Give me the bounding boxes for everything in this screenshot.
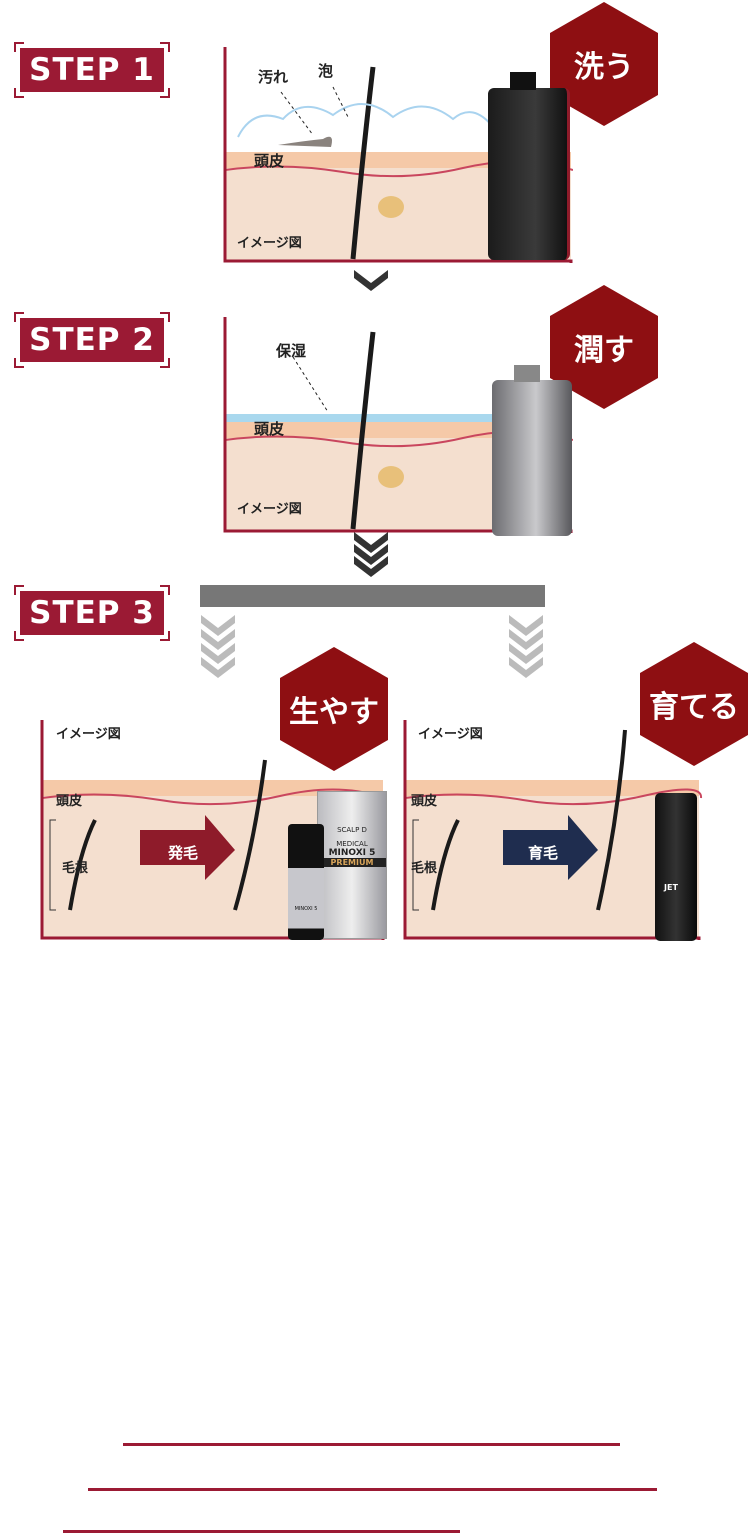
scalp-label: 頭皮 [411,794,438,809]
chevron-icon [354,532,388,553]
nurture-diagram [403,720,702,940]
image-note: イメージ図 [237,236,302,251]
box-line2: MINOXI 5 [328,848,376,858]
sebaceous-gland [378,466,404,488]
leader-line [280,91,314,136]
chevron-icon [509,615,543,636]
branch-bar [200,585,545,607]
hair-strand [350,66,376,260]
short-hair [68,819,97,911]
step-1-badge: STEP 1 [14,42,170,98]
sebaceous-gland [378,196,404,218]
bottle-label: MINOXI 5 [294,906,318,912]
flow-arrows [200,270,545,678]
bracket [412,819,419,911]
scalp-label: 頭皮 [56,794,83,809]
step-1-label: STEP 1 [20,48,164,92]
hair-nurture-arrow-label: 育毛 [528,844,559,862]
skin-boundary [41,788,386,806]
underline [123,1443,620,1446]
image-note: イメージ図 [418,727,483,742]
underline [88,1488,657,1491]
direction-arrow [503,815,598,880]
hair-growth-arrow-label: 発毛 [168,844,199,862]
epidermis [405,780,699,796]
frame [403,720,701,940]
chevron-icon [354,270,388,291]
dirt [278,136,332,147]
minoxi-bottle-image: MINOXI 5 [288,824,324,940]
jet-can-image: JET [655,793,697,941]
chevron-icon [201,643,235,664]
leader-line [292,356,329,413]
foam-label: 泡 [318,62,334,80]
chevron-icon [354,556,388,577]
underline [63,1530,460,1533]
skin-boundary [404,788,702,806]
chevron-icon [509,657,543,678]
step-2-label: STEP 2 [20,318,164,362]
image-note: イメージ図 [237,502,302,517]
moisture-layer [225,414,571,422]
step-3-badge: STEP 3 [14,585,170,641]
grow-hexagon: 生やす [280,647,388,771]
chevron-icon [201,615,235,636]
conditioner-bottle-image [492,380,572,536]
root-label: 毛根 [62,861,89,876]
chevron-icon [509,643,543,664]
scalp-label: 頭皮 [254,420,285,438]
minoxi-box-image: SCALP D MEDICAL MINOXI 5 PREMIUM [317,791,387,939]
box-line1: MEDICAL [336,840,368,848]
root-label: 毛根 [411,861,438,876]
brand-label: SCALP D [337,826,367,834]
jet-label: JET [664,883,678,892]
bracket [49,819,56,911]
short-hair [431,819,460,911]
chevron-icon [201,657,235,678]
chevron-icon [509,629,543,650]
foam [237,103,494,138]
chevron-icon [354,544,388,565]
nurture-hexagon: 育てる [640,642,748,766]
image-note: イメージ図 [56,727,121,742]
step-2-badge: STEP 2 [14,312,170,368]
shampoo-bottle-image [488,88,570,260]
frame [40,720,385,940]
box-line3: PREMIUM [318,858,386,867]
moisture-label: 保湿 [276,342,307,360]
dirt-label: 汚れ [258,68,289,86]
long-hair [233,759,267,911]
scalp-label: 頭皮 [254,152,285,170]
hair-strand [350,331,376,530]
frame [223,47,573,263]
long-hair [596,729,627,911]
direction-arrow [140,815,235,880]
pump-icon [514,365,540,382]
step-3-label: STEP 3 [20,591,164,635]
pump-icon [510,72,536,90]
chevron-icon [201,629,235,650]
